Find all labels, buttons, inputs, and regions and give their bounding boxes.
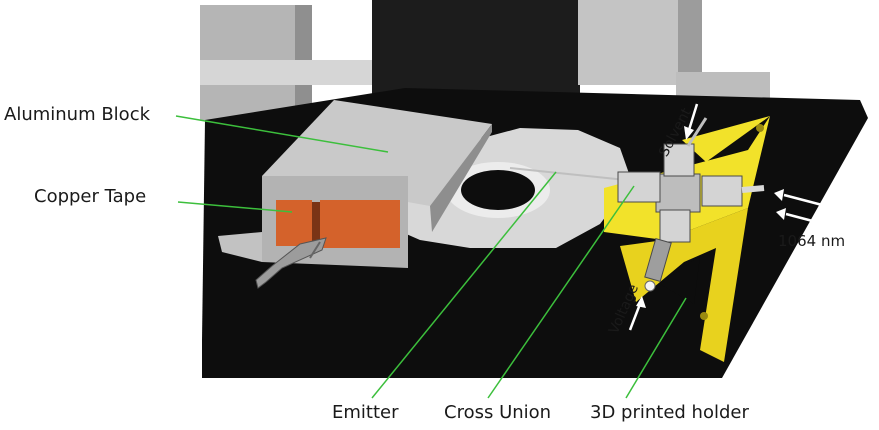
label-copper-tape: Copper Tape	[34, 186, 147, 207]
label-3d-printed-holder: 3D printed holder	[590, 402, 749, 423]
holder-top-arm	[682, 116, 770, 162]
laser-arrowhead-top	[774, 189, 784, 201]
laser-arrow-bottom	[785, 212, 825, 226]
voltage-fitting	[644, 237, 672, 283]
holder-cutout	[660, 256, 700, 304]
fitting-top	[663, 143, 695, 177]
solvent-line	[686, 117, 708, 147]
emitter-hole	[461, 170, 535, 210]
back-ledge	[200, 60, 400, 85]
fitting-left	[617, 171, 661, 203]
solvent-arrowhead	[684, 126, 694, 140]
holder-screw-top	[756, 124, 764, 132]
laser-arrowhead-bottom	[776, 208, 786, 220]
clip-wire	[309, 241, 321, 259]
leader-aluminum	[175, 115, 389, 153]
solvent-arrow	[687, 103, 699, 131]
back-wall-right	[578, 0, 678, 85]
cross-union-body	[655, 173, 701, 213]
voltage-arrowhead	[636, 296, 646, 308]
copper-tape-right	[320, 200, 400, 248]
aluminum-block-right	[430, 124, 492, 232]
laser-arrow-top	[783, 193, 827, 208]
fitting-bottom	[659, 209, 691, 243]
label-cross-union: Cross Union	[444, 402, 552, 423]
emitter-needle	[509, 167, 627, 181]
holder-lower-arm	[620, 208, 748, 362]
label-wavelength: 1064 nm	[778, 232, 846, 250]
leader-copper	[177, 201, 293, 213]
leader-cross-union	[487, 185, 635, 399]
aluminum-block-base	[218, 232, 262, 262]
leader-emitter	[371, 171, 557, 399]
copper-tape-shade	[312, 202, 320, 246]
voltage-arrow	[628, 303, 642, 331]
fitting-right	[701, 175, 743, 207]
label-aluminum-block: Aluminum Block	[4, 104, 151, 125]
leader-holder	[625, 297, 687, 399]
label-emitter: Emitter	[332, 402, 399, 423]
alligator-clip	[255, 237, 327, 289]
voltage-contact	[644, 280, 656, 292]
back-wall-right-side	[678, 0, 702, 85]
holder-screw-bottom	[700, 312, 708, 320]
laser-fiber	[741, 185, 765, 193]
copper-tape-left	[276, 200, 312, 246]
